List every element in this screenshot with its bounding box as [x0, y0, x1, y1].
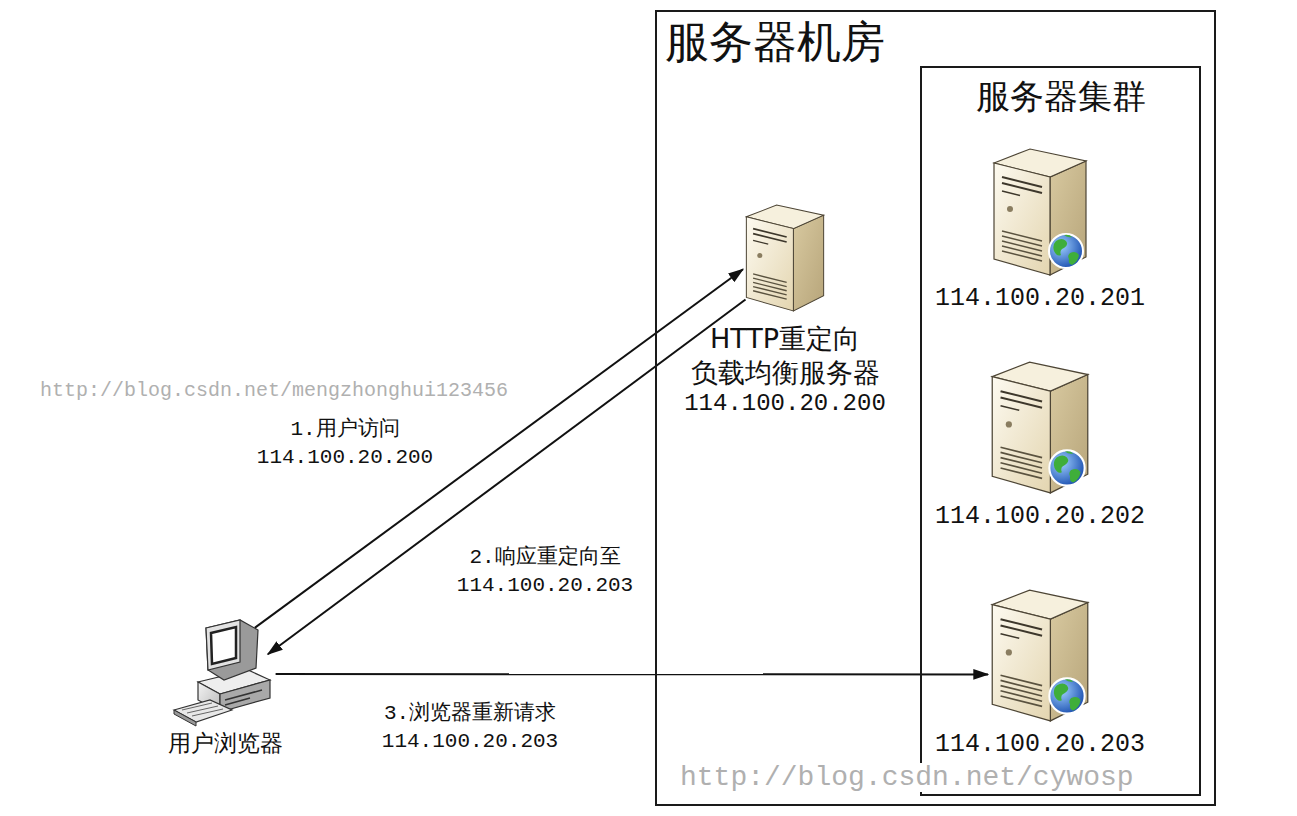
- group-title: 服务器集群: [922, 76, 1199, 117]
- watermark: http://blog.csdn.net/cywosp: [680, 763, 1134, 792]
- web-server: 114.100.20.201: [920, 147, 1160, 314]
- server-cluster-box: 服务器集群 114.100.20.201 114.100.20.202 114.100…: [920, 66, 1201, 796]
- load-balancer-server: HTTP重定向 负载均衡服务器114.100.20.200: [660, 202, 910, 418]
- node-label: 用户浏览器: [145, 730, 305, 758]
- group-title: 服务器机房: [665, 16, 885, 69]
- server-icon: [988, 147, 1092, 277]
- computer-icon: [170, 618, 280, 728]
- arrow-connector: [276, 673, 988, 675]
- ip-address: 114.100.20.201: [920, 283, 1160, 314]
- web-server: 114.100.20.203: [920, 588, 1160, 760]
- step-label: 3.浏览器重新请求 114.100.20.203: [378, 700, 563, 757]
- ip-address: 114.100.20.202: [920, 501, 1160, 532]
- web-server: 114.100.20.202: [920, 360, 1160, 532]
- watermark: http://blog.csdn.net/mengzhonghui123456: [40, 380, 508, 401]
- ip-address: 114.100.20.200: [660, 390, 910, 419]
- server-room-box: 服务器机房服务器集群 114.100.20.201 114.100.20.202 11…: [655, 10, 1216, 806]
- server-icon: [743, 202, 827, 314]
- user-browser-pc: 用户浏览器: [145, 618, 305, 758]
- ip-address: 114.100.20.203: [920, 729, 1160, 760]
- step-label: 1.用户访问 114.100.20.200: [253, 416, 438, 473]
- server-icon: [988, 588, 1092, 723]
- arrow-connector: [268, 299, 746, 654]
- server-icon: [988, 360, 1092, 495]
- step-label: 2.响应重定向至 114.100.20.203: [453, 544, 638, 601]
- node-label: HTTP重定向 负载均衡服务器: [660, 322, 910, 390]
